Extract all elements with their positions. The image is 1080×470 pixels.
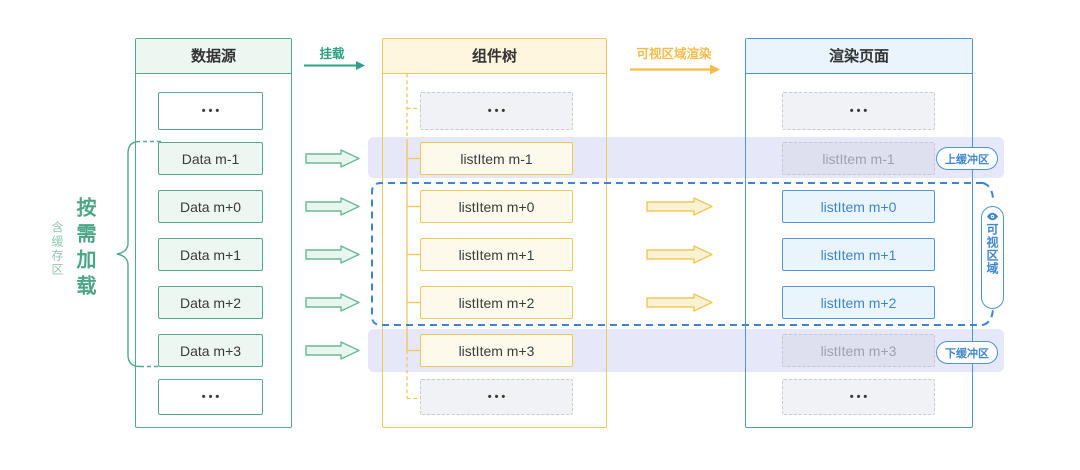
cache-included-label: 含缓存区 [50, 221, 64, 277]
data-flow-arrows [305, 149, 360, 360]
render-item-upper-buffer: listItem m-1 [782, 142, 935, 175]
source-item: Data m-1 [158, 142, 263, 175]
tree-ellipsis-bottom: ••• [420, 379, 573, 415]
source-ellipsis-bottom: ••• [158, 379, 263, 415]
data-source-column: 数据源 [135, 38, 292, 428]
on-demand-load-label: 按需加载 [73, 197, 95, 301]
tree-item: listItem m+3 [420, 334, 573, 367]
render-page-title: 渲染页面 [746, 39, 972, 74]
tree-item: listItem m+0 [420, 190, 573, 223]
upper-buffer-label: 上缓冲区 [945, 153, 989, 166]
lower-buffer-pill: 下缓冲区 [936, 341, 998, 364]
render-item-visible: listItem m+1 [782, 238, 935, 271]
source-item: Data m+2 [158, 286, 263, 319]
render-item-visible: listItem m+0 [782, 190, 935, 223]
tree-ellipsis-top: ••• [420, 92, 573, 130]
mount-arrow [304, 61, 365, 70]
source-ellipsis-top: ••• [158, 92, 263, 130]
eye-icon [986, 212, 999, 221]
tree-item: listItem m+1 [420, 238, 573, 271]
mount-label: 挂载 [319, 47, 345, 61]
visible-area-label: 可视区域 [985, 223, 999, 275]
data-source-title: 数据源 [136, 39, 291, 74]
component-tree-title: 组件树 [383, 39, 606, 74]
render-item-lower-buffer: listItem m+3 [782, 334, 935, 367]
render-ellipsis-bottom: ••• [782, 379, 935, 415]
render-flow-arrows [646, 197, 713, 312]
viewport-render-label: 可视区域渲染 [636, 47, 712, 61]
render-ellipsis-top: ••• [782, 92, 935, 130]
upper-buffer-pill: 上缓冲区 [936, 147, 998, 170]
source-item: Data m+1 [158, 238, 263, 271]
tree-item: listItem m+2 [420, 286, 573, 319]
source-item: Data m+3 [158, 334, 263, 367]
lower-buffer-label: 下缓冲区 [945, 347, 989, 360]
visible-area-pill: 可视区域 [981, 206, 1004, 309]
source-item: Data m+0 [158, 190, 263, 223]
viewport-render-arrow [630, 64, 720, 75]
render-page-column: 渲染页面 [745, 38, 973, 428]
tree-item: listItem m-1 [420, 142, 573, 175]
render-item-visible: listItem m+2 [782, 286, 935, 319]
